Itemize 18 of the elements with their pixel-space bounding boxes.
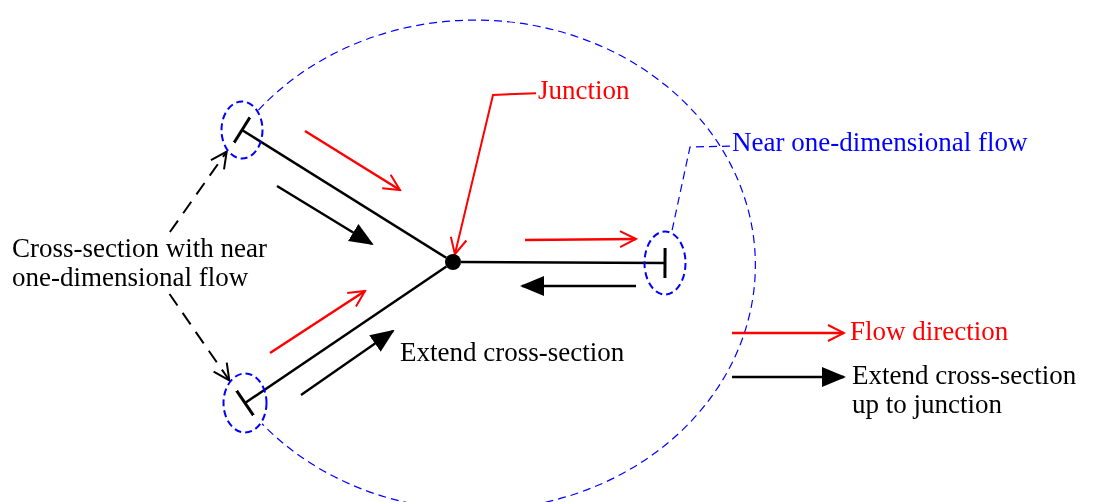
- leader-line: [449, 92, 537, 256]
- annotation-label: Extend cross-section: [400, 338, 625, 367]
- cross-section-ellipse: [222, 372, 268, 434]
- dashed-arrow: [168, 293, 231, 382]
- cross-section-ellipse: [643, 230, 687, 296]
- pipe-line: [461, 246, 667, 280]
- boundary-arc: [257, 19, 756, 502]
- dashed-arrow: [168, 150, 228, 233]
- junction-dot: [445, 254, 461, 270]
- legend-label: Flow direction: [850, 317, 1010, 346]
- callout-label: Cross-section with near one-dimensional flow: [12, 234, 284, 292]
- legend-label: Extend cross-section up to junction: [852, 361, 1078, 419]
- callout-label: Junction: [538, 76, 658, 105]
- pipe-line: [235, 265, 448, 417]
- callout-label: Near one-dimensional flow: [732, 128, 1092, 157]
- leader-line: [671, 145, 731, 233]
- cross-section-ellipse: [220, 100, 264, 160]
- pipe-line: [232, 115, 447, 259]
